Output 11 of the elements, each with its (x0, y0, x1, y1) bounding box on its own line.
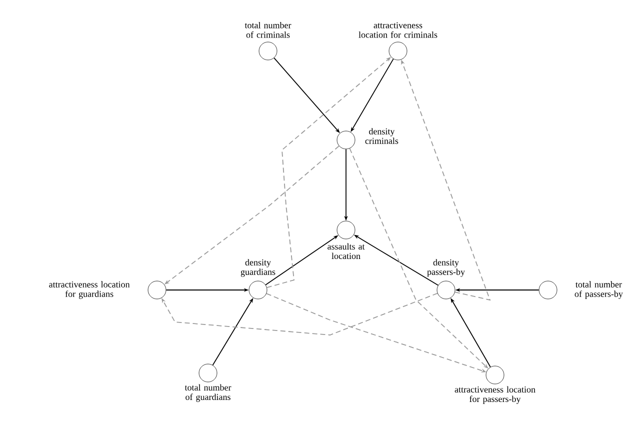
variable-label: total number of criminals (244, 22, 292, 38)
variable-label: total number of passers-by (574, 281, 623, 299)
variable-label: density passers-by (427, 259, 465, 277)
variable-label: density criminals (365, 128, 398, 144)
variable-label: attractiveness location for passers-by (454, 386, 536, 404)
dashed-arrow (162, 292, 438, 336)
variable-label: attractiveness location for criminals (358, 22, 438, 38)
variable-label: assaults at location (328, 243, 365, 260)
variable-label: density guardians (240, 259, 276, 277)
variable-label: attractiveness location for guardians (49, 281, 130, 299)
variable-label: total number of guardians (184, 384, 232, 402)
